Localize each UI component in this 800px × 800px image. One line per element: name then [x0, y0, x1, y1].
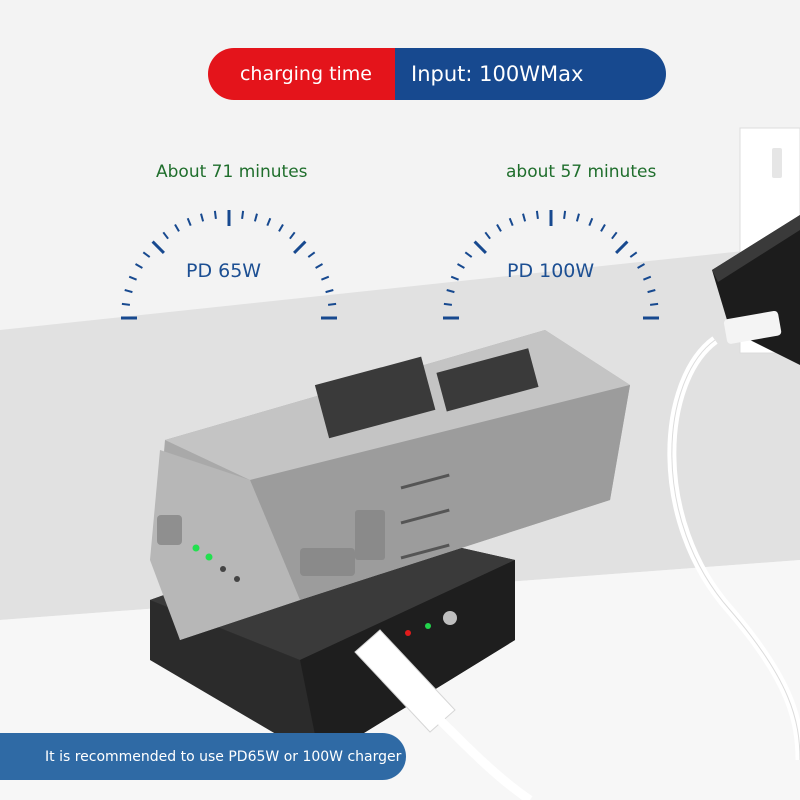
gauge-tick	[134, 263, 143, 269]
gauge-tick	[289, 231, 296, 240]
gauge-tick	[321, 275, 330, 281]
gauge-tick	[535, 210, 539, 220]
gauge-tick	[174, 223, 180, 232]
gauge-pd100w	[443, 210, 659, 320]
gauge-tick	[522, 213, 527, 222]
gauge-tick	[643, 275, 652, 281]
time-label-pd100w: about 57 minutes	[506, 162, 657, 182]
gauge-tick	[496, 223, 502, 232]
gauge-tick	[327, 302, 337, 306]
gauge-tick	[649, 302, 659, 306]
gauge-tick	[213, 210, 217, 220]
charging-time-label: charging time	[208, 48, 404, 100]
gauge-tick	[600, 223, 606, 232]
input-rating-label: Input: 100WMax	[395, 48, 666, 100]
recommendation-banner: It is recommended to use PD65W or 100W c…	[0, 733, 406, 780]
gauge-tick	[611, 231, 618, 240]
gauge-tick	[484, 231, 491, 240]
gauge-tick	[253, 213, 258, 222]
gauge-tick	[456, 263, 465, 269]
gauge-tick	[647, 289, 656, 294]
gauge-tick	[464, 251, 473, 258]
gauge-tick	[266, 217, 272, 226]
gauge-tick	[278, 223, 284, 232]
gauge-tick	[293, 240, 307, 254]
gauge-tick	[325, 289, 334, 294]
gauge-tick	[575, 213, 580, 222]
gauge-tick	[443, 302, 453, 306]
gauge-tick	[200, 213, 205, 222]
charger-label-pd65w: PD 65W	[186, 260, 262, 282]
charger-label-pd100w: PD 100W	[507, 260, 595, 282]
gauge-pd65w	[121, 210, 337, 320]
gauge-tick	[588, 217, 594, 226]
gauge-tick	[637, 263, 646, 269]
gauge-tick	[315, 263, 324, 269]
gauge-tick	[121, 302, 131, 306]
gauge-tick	[142, 251, 151, 258]
gauge-tick	[508, 217, 514, 226]
gauge-tick	[450, 275, 459, 281]
gauge-tick	[162, 231, 169, 240]
gauge-tick	[241, 210, 245, 220]
gauge-tick	[615, 240, 629, 254]
gauge-tick	[307, 251, 316, 258]
gauge-tick	[124, 289, 133, 294]
gauge-tick	[629, 251, 638, 258]
gauge-tick	[128, 275, 137, 281]
usb-c-plug	[354, 629, 533, 800]
gauge-tick	[473, 240, 487, 254]
drone-battery	[150, 330, 630, 640]
gauge-tick	[186, 217, 192, 226]
charger-adapter	[712, 215, 800, 365]
gauge-tick	[151, 240, 165, 254]
gauge-tick	[563, 210, 567, 220]
gauge-tick	[446, 289, 455, 294]
time-label-pd65w: About 71 minutes	[156, 162, 308, 182]
